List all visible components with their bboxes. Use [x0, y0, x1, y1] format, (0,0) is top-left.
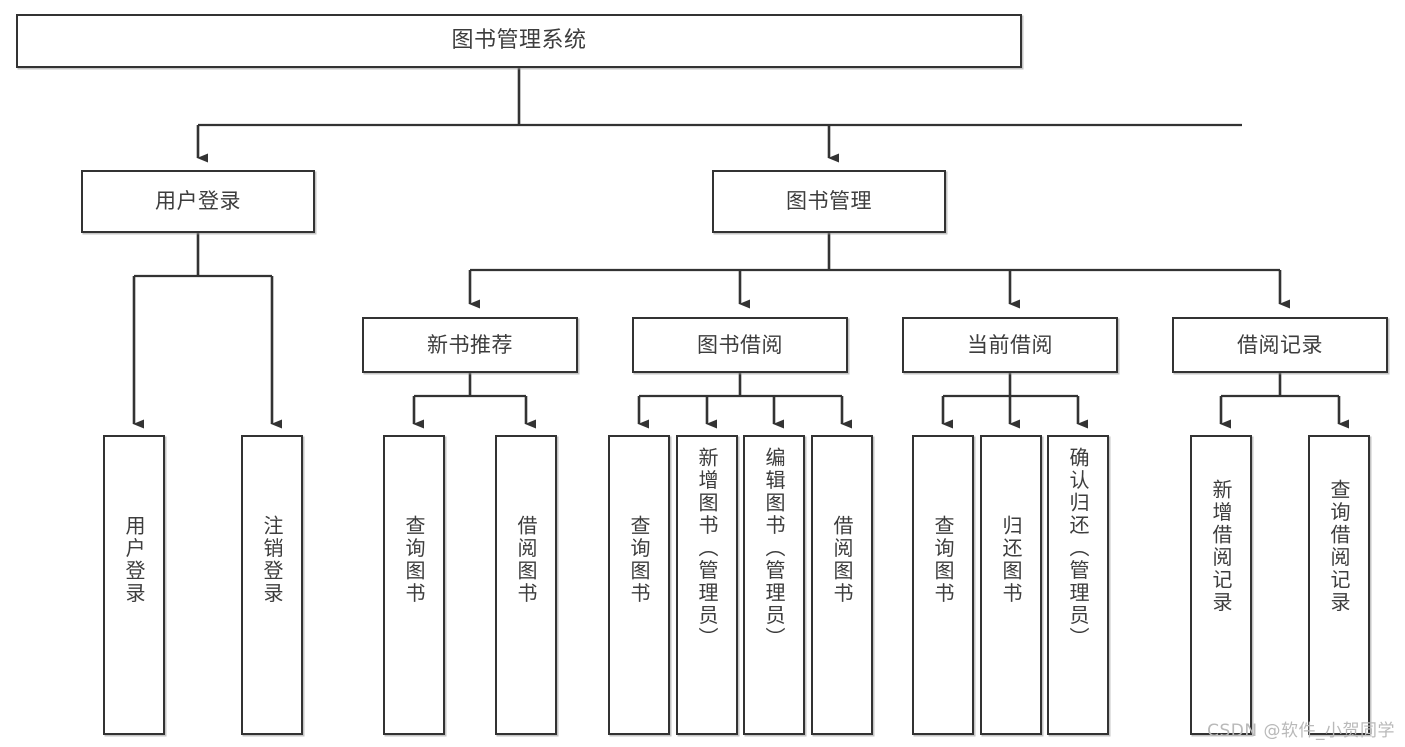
node-label: 新书推荐 — [427, 332, 513, 357]
node-label: 查询图书 — [931, 515, 955, 605]
node-label: 图书借阅 — [697, 332, 783, 357]
node-label: 图书管理系统 — [451, 28, 587, 54]
node-new-book-recommend[interactable]: 新书推荐 — [362, 317, 578, 373]
node-current-borrow[interactable]: 当前借阅 — [902, 317, 1118, 373]
leaf-borrow-add-book[interactable]: 新增图书（管理员） — [676, 435, 738, 735]
leaf-rec-borrow-book[interactable]: 借阅图书 — [495, 435, 557, 735]
leaf-user-logout[interactable]: 注销登录 — [241, 435, 303, 735]
node-book-borrow[interactable]: 图书借阅 — [632, 317, 848, 373]
leaf-borrow-edit-book[interactable]: 编辑图书（管理员） — [743, 435, 805, 735]
leaf-rec-search-book[interactable]: 查询图书 — [383, 435, 445, 735]
node-label: 借阅记录 — [1237, 332, 1323, 357]
leaf-current-search-book[interactable]: 查询图书 — [912, 435, 974, 735]
node-root-system[interactable]: 图书管理系统 — [16, 14, 1022, 68]
node-label: 查询图书 — [627, 515, 651, 605]
leaf-current-confirm-return[interactable]: 确认归还（管理员） — [1047, 435, 1109, 735]
node-label: 确认归还（管理员） — [1066, 447, 1090, 650]
node-book-management[interactable]: 图书管理 — [712, 170, 946, 233]
node-label: 归还图书 — [999, 515, 1023, 605]
leaf-borrow-borrow-book[interactable]: 借阅图书 — [811, 435, 873, 735]
node-label: 用户登录 — [122, 515, 146, 605]
node-label: 借阅图书 — [514, 515, 538, 605]
node-label: 查询图书 — [402, 515, 426, 605]
leaf-record-search[interactable]: 查询借阅记录 — [1308, 435, 1370, 735]
node-label: 借阅图书 — [830, 515, 854, 605]
node-label: 编辑图书（管理员） — [762, 447, 786, 650]
node-label: 新增借阅记录 — [1209, 479, 1233, 614]
node-label: 注销登录 — [260, 515, 284, 605]
node-label: 新增图书（管理员） — [695, 447, 719, 650]
node-label: 当前借阅 — [967, 332, 1053, 357]
leaf-user-login[interactable]: 用户登录 — [103, 435, 165, 735]
node-borrow-record[interactable]: 借阅记录 — [1172, 317, 1388, 373]
node-label: 查询借阅记录 — [1327, 479, 1351, 614]
leaf-borrow-search-book[interactable]: 查询图书 — [608, 435, 670, 735]
node-label: 图书管理 — [786, 189, 872, 214]
node-label: 用户登录 — [155, 189, 241, 214]
node-user-login[interactable]: 用户登录 — [81, 170, 315, 233]
leaf-current-return-book[interactable]: 归还图书 — [980, 435, 1042, 735]
watermark: CSDN @软件_小贺同学 — [1207, 721, 1395, 741]
leaf-record-add[interactable]: 新增借阅记录 — [1190, 435, 1252, 735]
